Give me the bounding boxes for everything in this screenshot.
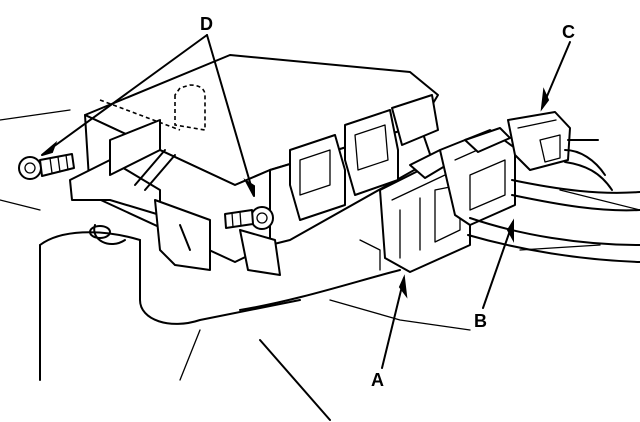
connector-c (507, 111, 571, 171)
body-panel (0, 109, 640, 421)
fuse-box (69, 54, 439, 276)
callout-b: B (474, 311, 487, 331)
callout-c: C (562, 22, 575, 42)
bolt-icon-right (224, 206, 274, 230)
arrow-icon (41, 34, 571, 369)
wire-harness (467, 139, 640, 263)
bolt-icon (18, 153, 75, 180)
callout-d: D (200, 14, 213, 34)
connector-b (439, 127, 516, 226)
callout-a: A (371, 370, 384, 390)
